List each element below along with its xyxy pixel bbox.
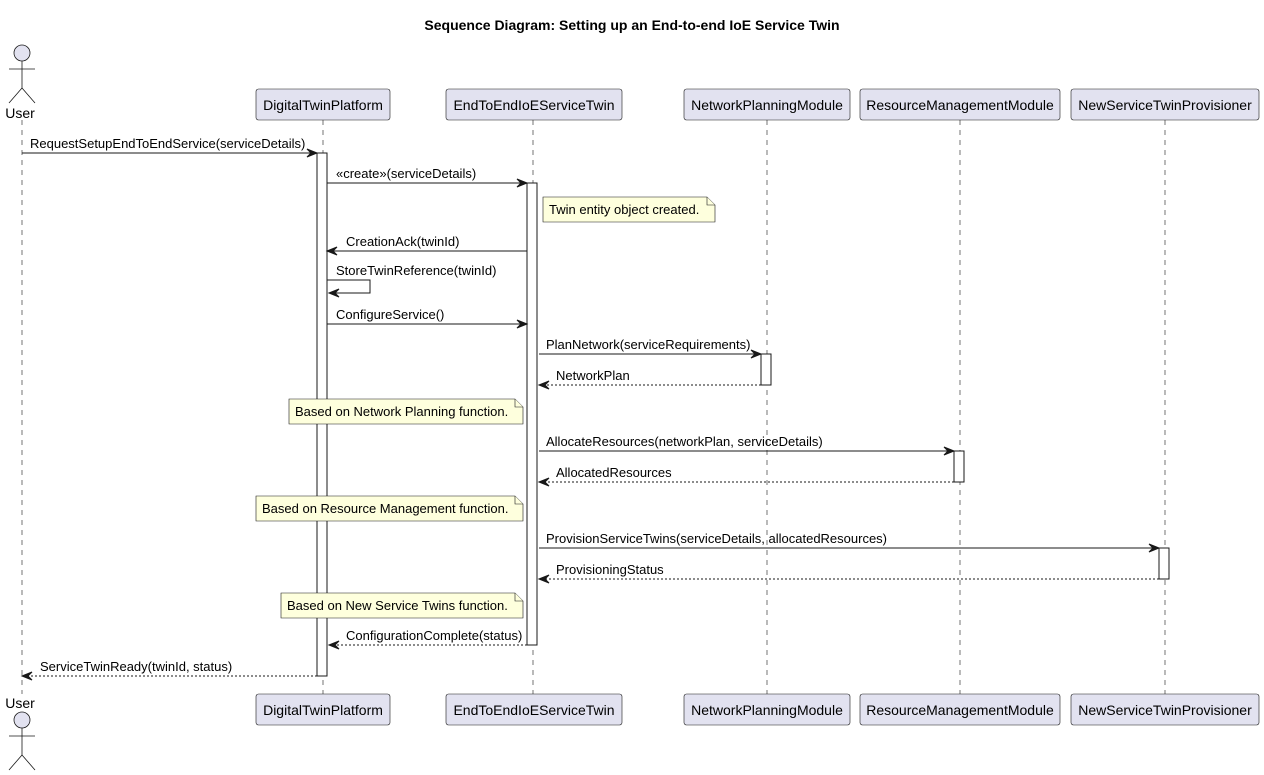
participant-e2e-top: EndToEndIoEServiceTwin: [445, 88, 623, 121]
arrowhead: [537, 380, 550, 390]
participant-box: [1070, 693, 1260, 726]
message-label: ConfigurationComplete(status): [346, 628, 522, 643]
message-9: AllocatedResources: [537, 465, 954, 487]
participant-dtp-top: DigitalTwinPlatform: [255, 88, 391, 121]
note-2: Based on Network Planning function.: [288, 398, 524, 425]
participant-label: NewServiceTwinProvisioner: [1078, 702, 1252, 718]
arrowhead: [537, 477, 550, 487]
actor-user-top: [8, 44, 36, 104]
note-3: Based on Resource Management function.: [255, 495, 524, 522]
participant-label: NetworkPlanningModule: [691, 702, 843, 718]
message-1: RequestSetupEndToEndService(serviceDetai…: [22, 136, 319, 158]
participant-nstp-bottom: NewServiceTwinProvisioner: [1070, 693, 1260, 726]
participant-label: NetworkPlanningModule: [691, 97, 843, 113]
participant-box: [445, 693, 623, 726]
note-text: Based on Network Planning function.: [295, 404, 508, 419]
participant-npm-top: NetworkPlanningModule: [683, 88, 851, 121]
participant-box: [255, 693, 391, 726]
message-label: ProvisioningStatus: [556, 562, 664, 577]
note-fold: [514, 593, 523, 602]
message-5: ConfigureService(): [327, 307, 529, 329]
actor-head-icon: [13, 44, 31, 62]
note-box: [542, 196, 716, 223]
actor-head-icon: [13, 711, 31, 729]
note-text: Based on Resource Management function.: [262, 501, 508, 516]
arrowhead: [327, 640, 340, 650]
participant-box: [859, 693, 1061, 726]
actor-user-bottom: [8, 711, 36, 771]
message-7: NetworkPlan: [537, 368, 761, 390]
note-1: Twin entity object created.: [542, 196, 716, 223]
message-10: ProvisionServiceTwins(serviceDetails, al…: [539, 531, 1161, 553]
note-fold: [706, 197, 715, 206]
message-label: NetworkPlan: [556, 368, 630, 383]
arrowhead: [327, 288, 340, 298]
participant-label: ResourceManagementModule: [866, 702, 1054, 718]
diagram-title: Sequence Diagram: Setting up an End-to-e…: [424, 17, 839, 33]
message-11: ProvisioningStatus: [537, 562, 1159, 584]
arrowhead: [325, 246, 338, 256]
participant-npm-bottom: NetworkPlanningModule: [683, 693, 851, 726]
participant-box: [1070, 88, 1260, 121]
message-label: ConfigureService(): [336, 307, 444, 322]
message-label: StoreTwinReference(twinId): [336, 263, 496, 278]
message-label: ServiceTwinReady(twinId, status): [40, 659, 232, 674]
message-2: «create»(serviceDetails): [327, 166, 529, 188]
participant-dtp-bottom: DigitalTwinPlatform: [255, 693, 391, 726]
message-label: AllocatedResources: [556, 465, 672, 480]
participant-label-user: User: [5, 105, 35, 121]
note-text: Twin entity object created.: [549, 202, 699, 217]
arrowhead: [750, 349, 763, 359]
activation-bar-npm: [760, 353, 772, 386]
participant-label: EndToEndIoEServiceTwin: [453, 702, 614, 718]
message-label: CreationAck(twinId): [346, 234, 459, 249]
participant-label: NewServiceTwinProvisioner: [1078, 97, 1252, 113]
message-line: [327, 279, 371, 294]
note-text: Based on New Service Twins function.: [287, 598, 508, 613]
note-box: [280, 592, 524, 619]
participant-rmm-top: ResourceManagementModule: [859, 88, 1061, 121]
note-box: [255, 495, 524, 522]
participant-box: [445, 88, 623, 121]
participant-box: [859, 88, 1061, 121]
arrowhead: [516, 178, 529, 188]
activation-bar-e2e: [526, 182, 538, 646]
participant-rmm-bottom: ResourceManagementModule: [859, 693, 1061, 726]
activation-bar-nstp: [1158, 547, 1170, 580]
participant-box: [683, 693, 851, 726]
arrowhead: [1148, 543, 1161, 553]
participant-box: [255, 88, 391, 121]
arrowhead: [306, 148, 319, 158]
message-6: PlanNetwork(serviceRequirements): [539, 337, 763, 359]
participant-label: EndToEndIoEServiceTwin: [453, 97, 614, 113]
participant-label: DigitalTwinPlatform: [263, 97, 383, 113]
note-4: Based on New Service Twins function.: [280, 592, 524, 619]
participant-label-user: User: [5, 695, 35, 711]
participant-box: [683, 88, 851, 121]
message-4: StoreTwinReference(twinId): [327, 263, 496, 298]
note-fold: [514, 399, 523, 408]
arrowhead: [20, 671, 33, 681]
arrowhead: [537, 574, 550, 584]
message-label: PlanNetwork(serviceRequirements): [546, 337, 750, 352]
arrowhead: [943, 446, 956, 456]
message-label: ProvisionServiceTwins(serviceDetails, al…: [546, 531, 887, 546]
message-3: CreationAck(twinId): [325, 234, 527, 256]
message-label: RequestSetupEndToEndService(serviceDetai…: [30, 136, 305, 151]
message-13: ServiceTwinReady(twinId, status): [20, 659, 317, 681]
arrowhead: [516, 319, 529, 329]
participant-label: ResourceManagementModule: [866, 97, 1054, 113]
message-8: AllocateResources(networkPlan, serviceDe…: [539, 434, 956, 456]
participant-nstp-top: NewServiceTwinProvisioner: [1070, 88, 1260, 121]
participant-e2e-bottom: EndToEndIoEServiceTwin: [445, 693, 623, 726]
note-box: [288, 398, 524, 425]
message-label: «create»(serviceDetails): [336, 166, 476, 181]
participant-label: DigitalTwinPlatform: [263, 702, 383, 718]
note-fold: [514, 496, 523, 505]
message-12: ConfigurationComplete(status): [327, 628, 527, 650]
message-label: AllocateResources(networkPlan, serviceDe…: [546, 434, 823, 449]
activation-bar-rmm: [953, 450, 965, 483]
